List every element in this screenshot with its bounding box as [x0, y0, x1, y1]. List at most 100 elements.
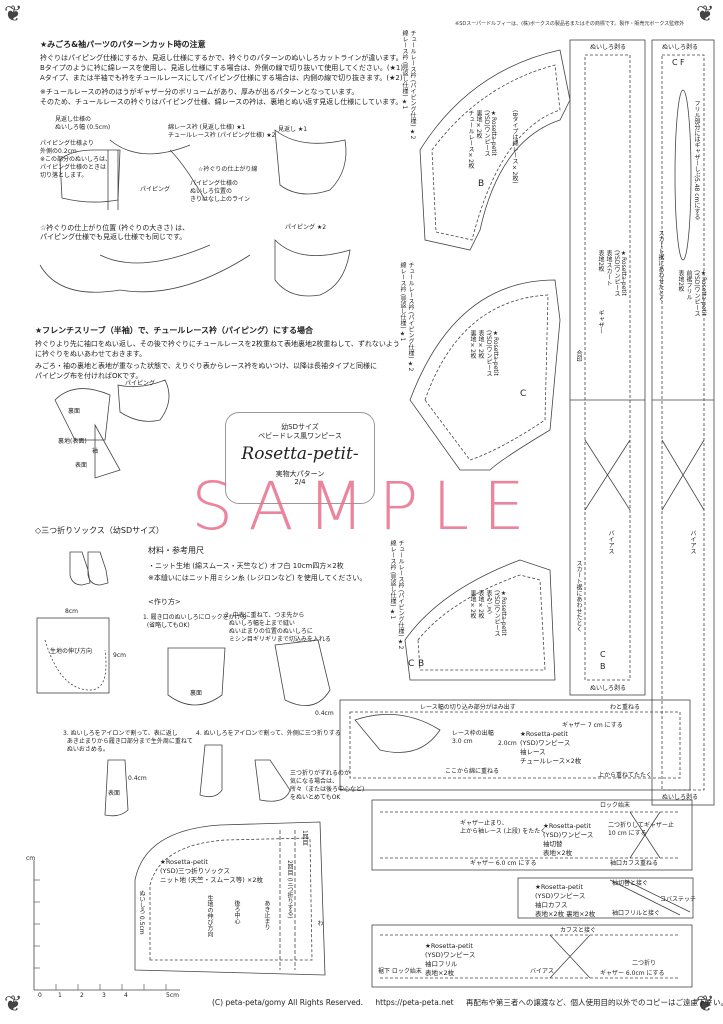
footer-copyright: (C) peta-peta/gomy All Rights Reserved.: [212, 998, 364, 1007]
label-piping: パイピング: [140, 186, 171, 193]
title-page: 2/4: [294, 478, 306, 486]
sock-step4a: [199, 744, 223, 798]
sock-step3: [104, 759, 129, 817]
sleeve-frill-outline: [371, 924, 693, 988]
section2-line-3: みごろ・袖の裏地と表地が重なった状態で、えりぐり表からレース衿をぬいつけ、以降は…: [35, 362, 378, 370]
scale-unit: cm: [26, 855, 36, 862]
lace-item-1: 袖レース: [520, 748, 546, 756]
sleeve-frill-name: (YSD)ワンピース: [425, 951, 476, 959]
skirt-name: (YSD)ワンピース: [613, 250, 620, 297]
collar-c2-title-top: 綿レース衿 (見返し仕様) ★1: [389, 540, 396, 620]
section2-line-2: に衿ぐりをぬいあわせておきます。: [35, 350, 147, 358]
sleeve-gather-top: ギャザー止まり、 上から袖レース (上段) をたたく: [460, 820, 547, 835]
label-piping-seamline: パイピング仕様の ぬいしろ位置の きりはなし上のライン: [190, 180, 251, 203]
sock-pattern-fabric: ニット地 (天竺・スムース等) ×2枚: [160, 876, 263, 884]
collar-b-item-2: チュールレース×2枚: [467, 110, 474, 169]
section1-line-2: Bタイプのように衿に綿レースを使用し、見返し仕様にする場合は、外側の線で切り抜い…: [40, 64, 404, 72]
cuff-item-2: 表地×2枚 裏地×2枚: [535, 910, 596, 918]
sock-d2-label: 0.4cm: [128, 775, 147, 782]
sock-height-label: 9cm: [113, 652, 126, 659]
collar-piping-diagram: [274, 239, 351, 297]
section2-line-1: 衿ぐりより先に袖口をぬい返し、その後で衿ぐりにチュールレースを2枚重ねて表地裏地…: [35, 340, 400, 348]
collar-c2-mark-c: C: [408, 659, 415, 669]
bodice-diagram: [59, 149, 121, 203]
sleeve-fold-note: 二つ折りしてギャザー止 10 cm にする: [608, 822, 674, 837]
materials-line-1: ・ニット生地 (綿スムース・天竺など) オフ白 10cm四方×2枚: [148, 562, 344, 570]
collar-b-title-top: 綿レース衿 (見返し仕様) ★1: [401, 30, 408, 110]
frill-cuff-top: カフスと接ぐ: [560, 927, 597, 934]
label-sec2-front: 表面: [75, 462, 88, 469]
collar-c2-title-bot: チュールレース衿 (パイピング仕様) ★2: [397, 540, 404, 650]
sock-width-label: 8cm: [65, 608, 78, 615]
sock-front-face-label: 表面: [108, 790, 121, 797]
label-sec2-piping: パイピング: [125, 380, 156, 387]
materials-line-2: ※本縫いにはニット用ミシン糸 (レジロンなど) を使用してください。: [148, 574, 367, 582]
sleeve-frill-bias: バイアス: [530, 968, 555, 975]
sock-fold-note: 三つ折りがずれるのが 気になる場合は、 所々（または後ろ中心など) をぬいとめて…: [290, 770, 365, 801]
frill-gather-note: フリル部分にはギャザーしぶ5.48 cmにする: [693, 100, 700, 221]
sock-icon-left: [69, 551, 91, 586]
sock-fold-2: 2回目 (三つ折りする): [286, 860, 293, 919]
skirt-mark-b: B: [600, 662, 606, 671]
collar-c2-item-1: 表みごろ: [485, 590, 492, 614]
label-tulle-lace: チュールレース衿 (パイピング仕様) ★2: [168, 132, 276, 139]
section1-line-1: 衿ぐりはパイピング仕様にするか、見返し仕様にするかで、衿ぐりのパターンのぬいしろ…: [40, 54, 403, 62]
skirt-star: ★Rosetta-petit: [620, 250, 627, 296]
sock-step1: [167, 647, 226, 706]
title-brand: Rosetta-petit-: [241, 444, 359, 464]
label-piping-mark: パイピング ★2: [285, 224, 327, 231]
sock-stretch-dir: 生地の伸び方向: [206, 895, 213, 937]
section2-heading: ★フレンチスリーブ（半袖）で、チュールレース衿（パイピング）にする場合: [35, 326, 314, 335]
collar-c-outline: [409, 279, 561, 471]
section1-line-3: Aタイプ、または半袖でも衿をチュールレースにしてパイピング仕様にする場合は、内側…: [40, 74, 403, 82]
sock-back-center: 後ろ中心: [233, 900, 240, 924]
sleeve-pattern-outline: [371, 799, 693, 871]
lace-strip-outline: [339, 699, 691, 791]
label-sec2-back: 裏面: [68, 408, 81, 415]
neckline-note: ☆衿ぐりの仕上がり位置 (衿ぐりの大きさ) は、 パイピング仕様でも見返し仕様で…: [40, 224, 190, 241]
section1-heading: ★みごろ&袖パーツのパターンカット時の注意: [40, 40, 206, 49]
collar-c-name: (YSD)ワンピース: [485, 330, 492, 377]
sleeve-name: (YSD)ワンピース: [543, 831, 594, 839]
sleeve-frill-fold: 二つ折り: [632, 960, 657, 967]
socks-heading: ◇三つ折りソックス（幼SDサイズ）: [35, 526, 164, 535]
sock-stretch-label: 生地の伸び方向: [50, 648, 93, 655]
label-sec2-lining: 裏地(表面): [58, 438, 87, 445]
label-piping-seam: パイピング仕様より 外側の0.2cm ※この部分のぬいしろは、 パイピング仕様の…: [40, 140, 112, 179]
sleeve-lock: 袖口カフス重ねる: [610, 860, 659, 867]
scale-tick-2: 2: [80, 992, 84, 999]
scale-tick-1: 1: [58, 992, 62, 999]
title-block: 幼SDサイズ ベビードレス風ワンピース Rosetta-petit- 実物大パタ…: [225, 412, 375, 504]
title-frame: [225, 412, 375, 504]
skirt-pattern-outline: [569, 39, 646, 696]
footer-url[interactable]: https://peta-peta.net: [375, 998, 454, 1007]
collar-c2-item-3: 裏地×2枚: [469, 590, 476, 619]
corner-ornament-bottom-left: ❦: [4, 992, 23, 1017]
title-size: 幼SDサイズ: [281, 423, 319, 431]
collar-c-mark: C: [520, 389, 527, 399]
skirt-mark-c: C: [600, 650, 606, 659]
sleeve-frill-item-2: 表地×2枚: [425, 969, 455, 977]
sock-step4b: [254, 759, 291, 802]
skirt-gather: ギャザー: [597, 310, 604, 334]
sleeve-star: ★Rosetta-petit: [543, 822, 591, 830]
cuff-top: 袖切替と接ぐ: [612, 880, 649, 887]
collar-b-mark: B: [478, 179, 485, 189]
cuff-bottom: 袖口フリルと接ぐ: [612, 910, 661, 917]
sleeve-frill-item-1: 袖口フリル: [425, 960, 458, 968]
frill-seam-top: ぬいしろ剥る: [662, 44, 699, 51]
skirt-seam-bot: ぬいしろ剥る: [590, 685, 627, 692]
sock-pattern-star: ★Rosetta-petit: [160, 858, 208, 866]
collar-c-star: ★Rosetta-petit: [492, 330, 499, 376]
skirt-bias: バイアス: [607, 530, 614, 554]
collar-c2-star: ★Rosetta-petit: [500, 590, 507, 636]
lace-width: レース枠の出幅 3.0 cm: [452, 730, 494, 745]
sock-step-3-text: 3. ぬいしろをアイロンで割って、表に返し あき止まりから履き口部分まで生外周に…: [63, 730, 193, 753]
lace-star: ★Rosetta-petit: [520, 730, 568, 738]
label-collar-finish: ☆衿ぐりの仕上がり線: [198, 166, 258, 173]
label-cotton-lace: 綿レース衿 (見返し仕様) ★1: [168, 124, 246, 131]
collar-b-outline: [419, 49, 571, 251]
corner-ornament-bottom-right: ❦: [696, 992, 715, 1017]
sock-step2: [274, 639, 331, 707]
cuff-pattern-outline: [517, 877, 694, 919]
